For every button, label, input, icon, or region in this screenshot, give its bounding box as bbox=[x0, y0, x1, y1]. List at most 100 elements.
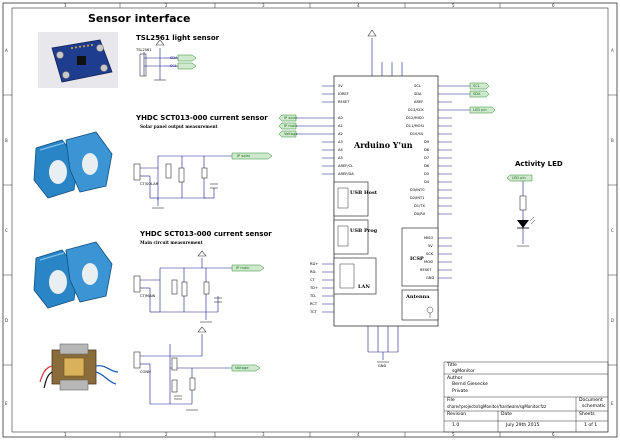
main-jack-label: CT/MAIN bbox=[140, 294, 156, 298]
pin-a4: A4 bbox=[338, 148, 343, 152]
svg-text:5: 5 bbox=[452, 3, 455, 8]
svg-text:E: E bbox=[611, 401, 614, 406]
svg-text:C: C bbox=[611, 228, 614, 233]
pin-d9: D9 bbox=[424, 140, 430, 144]
tb-file-value: share/rprojects/sgMonitor/hardware/sgMon… bbox=[447, 404, 547, 409]
a1-net-text: IP main bbox=[284, 124, 298, 128]
light-sensor-circuit bbox=[139, 39, 178, 81]
svg-text:3: 3 bbox=[262, 432, 265, 437]
tsl2561-photo bbox=[38, 32, 118, 88]
solar-components bbox=[133, 163, 218, 209]
pin-d13: D13/SCK bbox=[408, 108, 424, 112]
tb-file-label: File bbox=[447, 398, 455, 403]
lan-pin-tdp: TD+ bbox=[310, 286, 318, 290]
main-components bbox=[133, 250, 222, 323]
icsp-gnd: GND bbox=[426, 276, 435, 280]
pin-d5: D5 bbox=[424, 172, 430, 176]
svg-text:6: 6 bbox=[552, 432, 555, 437]
main-sensor-title: YHDC SCT013-000 current sensor bbox=[140, 230, 272, 238]
pin-a0: A0 bbox=[338, 116, 343, 120]
pin-d10: D10/SS bbox=[410, 132, 424, 136]
voltage-net-text: Voltage bbox=[235, 366, 249, 370]
pin-a1: A1 bbox=[338, 124, 343, 128]
icsp-reset: RESET bbox=[420, 268, 432, 272]
pin-a3: A3 bbox=[338, 140, 343, 144]
pin-ioref: IOREF bbox=[338, 92, 349, 96]
pin-aref: AREF bbox=[414, 100, 424, 104]
pin-d4: D4 bbox=[424, 180, 430, 184]
led-net-text: LED pin bbox=[512, 176, 526, 180]
tb-revision-label: Revision bbox=[447, 412, 467, 417]
scl-net: SCL bbox=[170, 64, 177, 68]
pin-d7: D7 bbox=[424, 156, 430, 160]
solar-current-circuit bbox=[140, 155, 232, 206]
activity-led-circuit bbox=[506, 174, 536, 247]
voltage-net-label bbox=[231, 364, 261, 372]
sda-net: SDA bbox=[170, 56, 178, 60]
lan-pin-ct: CT bbox=[310, 278, 315, 282]
pin-scl: SCL bbox=[414, 84, 421, 88]
arduino-gnd: GND bbox=[378, 364, 387, 368]
lan-pin-rdp: RD+ bbox=[310, 262, 319, 266]
svg-text:3: 3 bbox=[262, 3, 265, 8]
tb-document-value: schematic bbox=[582, 404, 606, 409]
main-net-label bbox=[231, 264, 265, 272]
tb-title-label: Title bbox=[447, 363, 457, 368]
svg-text:E: E bbox=[5, 401, 8, 406]
page-title: Sensor interface bbox=[88, 12, 191, 25]
svg-text:2: 2 bbox=[165, 3, 168, 8]
tb-date-value: July 29th 2015 bbox=[506, 423, 540, 428]
icsp-sck: SCK bbox=[426, 252, 434, 256]
icsp-label: ICSP bbox=[410, 256, 424, 262]
arduino-board bbox=[278, 29, 496, 363]
main-sensor-subtitle: Main circuit measurement bbox=[140, 240, 203, 245]
pin-d11: D11/MOSI bbox=[406, 124, 424, 128]
a2-net-text: Voltage bbox=[284, 132, 298, 136]
pin-5v: 5V bbox=[338, 84, 343, 88]
pin-d2: D2/INT1 bbox=[410, 196, 425, 200]
pin-d3: D3/INT0 bbox=[410, 188, 425, 192]
pin-aref-cl: AREF/CL bbox=[338, 164, 354, 168]
led-out-net: LED pin bbox=[473, 108, 487, 112]
title-block-frame bbox=[443, 361, 609, 433]
transformer-photo bbox=[39, 343, 119, 391]
usb-prog-label: USB Prog bbox=[350, 228, 378, 234]
voltage-jack-label: CONN bbox=[140, 370, 151, 374]
pin-a5: A5 bbox=[338, 156, 343, 160]
solar-sensor-title: YHDC SCT013-000 current sensor bbox=[136, 114, 268, 122]
tb-document-label: Document bbox=[579, 398, 603, 403]
pin-aref-da: AREF/DA bbox=[338, 172, 354, 176]
svg-text:4: 4 bbox=[357, 3, 360, 8]
pin-d6: D6 bbox=[424, 164, 430, 168]
current-sensor-photo-solar bbox=[33, 131, 113, 199]
svg-text:1: 1 bbox=[64, 3, 67, 8]
pin-d1: D1/TX bbox=[414, 204, 425, 208]
svg-text:4: 4 bbox=[357, 432, 360, 437]
svg-text:5: 5 bbox=[452, 432, 455, 437]
solar-net-text: IP solar bbox=[237, 154, 251, 158]
tb-author-org: Private bbox=[452, 389, 469, 394]
pin-reset: RESET bbox=[338, 100, 350, 104]
tb-title-value: sgMonitor bbox=[452, 369, 475, 374]
lan-label: LAN bbox=[358, 284, 370, 290]
arduino-title: Arduino Y'un bbox=[354, 140, 413, 150]
pin-d12: D12/MISO bbox=[406, 116, 424, 120]
svg-text:D: D bbox=[611, 318, 614, 323]
frame-ticks bbox=[3, 3, 617, 437]
tb-sheets-label: Sheets bbox=[579, 412, 595, 417]
sda-out-net: SDA bbox=[473, 92, 481, 96]
solar-sensor-subtitle: Solar panel output measurement bbox=[140, 124, 218, 129]
antenna-label: Antenna bbox=[406, 294, 430, 300]
svg-text:2: 2 bbox=[165, 432, 168, 437]
solar-jack-label: CT/SOLAR bbox=[140, 182, 159, 186]
svg-text:D: D bbox=[5, 318, 8, 323]
icsp-mosi: MOSI bbox=[424, 260, 434, 264]
pin-a2: A2 bbox=[338, 132, 343, 136]
lan-pin-tct: TCT bbox=[310, 310, 317, 314]
svg-text:A: A bbox=[611, 48, 614, 53]
tb-date-label: Date bbox=[501, 412, 512, 417]
voltage-circuit bbox=[140, 334, 232, 405]
